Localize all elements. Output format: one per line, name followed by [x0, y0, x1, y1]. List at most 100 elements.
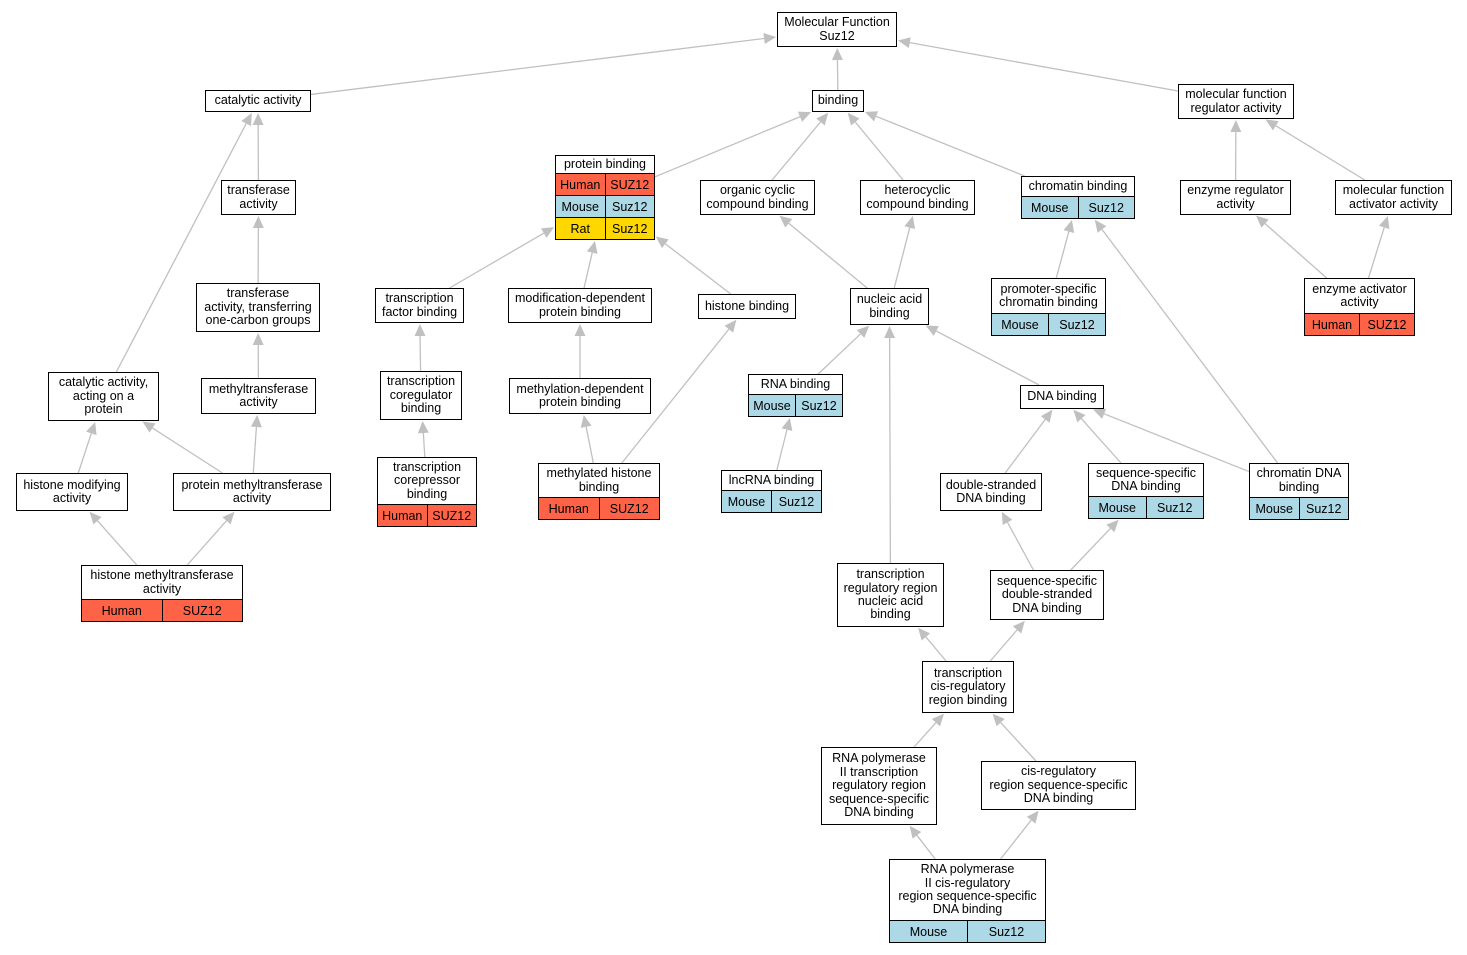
annotation-row: Mouse Suz12 [749, 394, 842, 416]
edge-nab-to-het [893, 227, 911, 289]
node-methyl: methyltransferase activity [201, 378, 316, 414]
node-label: chromatin DNA binding [1256, 466, 1342, 494]
node-label: heterocyclic compound binding [866, 183, 969, 211]
gene-cell: Suz12 [1298, 498, 1349, 519]
edge-protmeth-to-methyl [252, 426, 258, 474]
edge-rnab-to-nab [817, 333, 861, 375]
edge-dnab-to-nab [935, 330, 1040, 386]
gene-cell: Suz12 [967, 921, 1045, 942]
gene-cell: Suz12 [1077, 197, 1135, 218]
node-tcoreg: transcription coregulator binding [380, 371, 462, 420]
node-protmeth: protein methyltransferase activity [173, 473, 331, 511]
node-label: protein binding [563, 156, 646, 171]
arrowhead [655, 236, 669, 249]
node-ssdsdna: sequence-specific double-stranded DNA bi… [990, 570, 1104, 620]
node-label: double-stranded DNA binding [945, 477, 1037, 505]
arrowhead [763, 33, 777, 44]
node-bind: binding [812, 90, 864, 112]
node-mfact: molecular function activator activity [1335, 180, 1452, 215]
edge-mfact-to-mfreg [1275, 125, 1366, 181]
node-cisreg: cis-regulatory region sequence-specific … [981, 761, 1136, 810]
node-dsdna: double-stranded DNA binding [940, 473, 1042, 511]
edge-seqdna-to-dnab [1080, 418, 1122, 464]
node-label: transcription corepressor binding [392, 459, 462, 501]
edge-catprot-to-cat [115, 123, 247, 373]
node-tcrb: transcription cis-regulatory region bind… [922, 661, 1014, 713]
arrowhead [414, 323, 426, 337]
edge-rnap2-to-tcrb [913, 722, 937, 748]
edge-ssdsdna-to-seqdna [1070, 527, 1111, 571]
node-methdep: methylation-dependent protein binding [509, 378, 651, 414]
edge-moddep-to-prot [583, 252, 593, 289]
arrowhead [992, 713, 1005, 727]
arrowhead [1026, 810, 1039, 824]
node-label: cis-regulatory region sequence-specific … [989, 764, 1128, 806]
arrowhead [831, 47, 843, 61]
arrowhead [252, 215, 264, 229]
node-label: modification-dependent protein binding [515, 291, 645, 319]
node-occ: organic cyclic compound binding [700, 180, 815, 215]
arrowhead [864, 111, 879, 122]
node-enzreg: enzyme regulator activity [1180, 180, 1291, 215]
node-label: RNA binding [760, 376, 831, 391]
edge-tcoreg-to-tfb [419, 335, 422, 372]
gene-cell: Suz12 [771, 491, 821, 512]
organism-cell: Mouse [1001, 317, 1039, 332]
arrowhead [586, 240, 598, 254]
node-label: nucleic acid binding [856, 292, 923, 320]
node-label: methylation-dependent protein binding [516, 381, 644, 409]
arrowhead [1073, 409, 1086, 423]
arrowhead [1093, 408, 1107, 419]
edge-hmt-to-histmod [96, 520, 138, 566]
node-label: transcription cis-regulatory region bind… [928, 665, 1008, 707]
node-mf: Molecular Function Suz12 [777, 12, 897, 47]
node-label: sequence-specific DNA binding [1095, 465, 1197, 493]
organism-cell: Mouse [561, 199, 600, 214]
edge-tfb-to-prot [449, 232, 545, 289]
edge-chrom-to-bind [875, 115, 1025, 177]
node-label: enzyme regulator activity [1187, 183, 1284, 211]
node-label: methyltransferase activity [208, 381, 309, 409]
arrowhead [856, 325, 870, 338]
node-label: Molecular Function Suz12 [784, 15, 890, 43]
edge-enzact-to-enzreg [1264, 223, 1328, 279]
gene-cell: SUZ12 [604, 174, 655, 195]
gene-cell: SUZ12 [161, 600, 243, 621]
node-label: molecular function regulator activity [1185, 87, 1287, 115]
edge-cat-to-mf [310, 37, 765, 96]
node-label: chromatin binding [1028, 178, 1128, 193]
edge-chromdna-to-dnab [1103, 413, 1250, 473]
arrowhead [222, 511, 235, 525]
edge-histmod-to-catprot [77, 433, 92, 474]
arrowhead [250, 414, 262, 428]
edge-nab-to-occ [788, 222, 868, 289]
edge-dsdna-to-dnab [1004, 419, 1046, 474]
node-label: transferase activity [227, 183, 290, 211]
node-label: lncRNA binding [728, 472, 815, 487]
gene-cell: Suz12 [795, 395, 842, 416]
arrowhead [1001, 511, 1013, 526]
node-label: enzyme activator activity [1312, 281, 1407, 309]
organism-cell: Mouse [753, 398, 791, 413]
node-label: methylated histone binding [546, 466, 652, 494]
arrowhead [1106, 519, 1119, 533]
arrowhead [580, 414, 592, 428]
edge-trrnab-to-nab [888, 337, 892, 564]
edge-chromdna-to-chrom [1101, 229, 1279, 464]
edge-histb-to-prot [664, 243, 732, 295]
organism-cell: Mouse [909, 924, 948, 939]
node-label: promoter-specific chromatin binding [999, 281, 1098, 309]
node-label: DNA binding [1027, 389, 1097, 404]
node-label: sequence-specific double-stranded DNA bi… [996, 573, 1098, 615]
